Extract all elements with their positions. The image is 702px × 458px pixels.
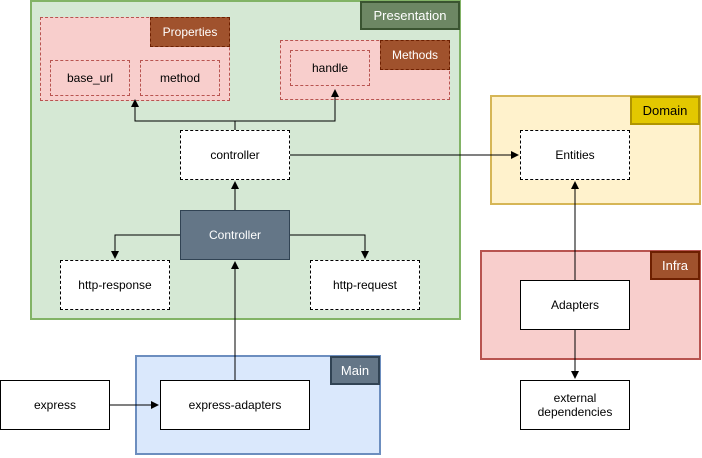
http-response-node: http-response — [60, 260, 170, 310]
presentation-label: Presentation — [360, 1, 460, 30]
external-dependencies-node: external dependencies — [520, 380, 630, 430]
domain-label: Domain — [630, 96, 700, 125]
infra-label: Infra — [650, 251, 700, 280]
method-node: method — [140, 60, 220, 96]
main-label: Main — [330, 356, 380, 385]
edge-controller-to-handle — [235, 89, 339, 122]
entities-node: Entities — [520, 130, 630, 180]
edge-controller-to-http-response — [111, 234, 180, 259]
controller-instance-node: controller — [180, 130, 290, 180]
http-request-node: http-request — [310, 260, 420, 310]
base-url-node: base_url — [50, 60, 130, 96]
edge-controller-to-http-request — [290, 234, 369, 259]
express-adapters-node: express-adapters — [160, 380, 310, 430]
methods-label: Methods — [380, 40, 450, 70]
express-node: express — [0, 380, 110, 430]
adapters-node: Adapters — [520, 280, 630, 330]
controller-class-node: Controller — [180, 210, 290, 260]
edge-controller-to-base-url — [131, 99, 236, 130]
handle-node: handle — [290, 50, 370, 86]
properties-label: Properties — [150, 17, 230, 47]
